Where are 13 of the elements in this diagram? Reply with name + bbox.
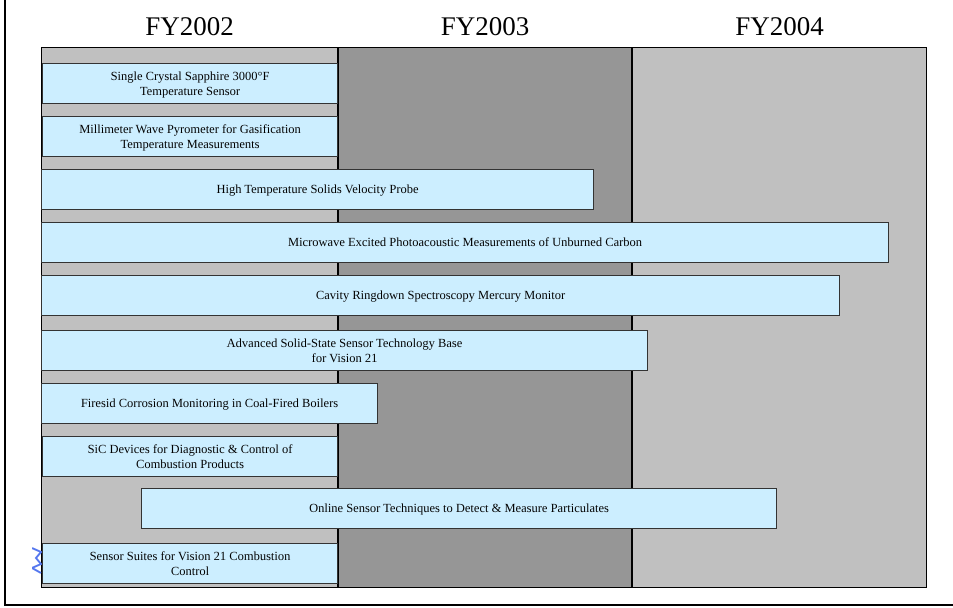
task-bar: SiC Devices for Diagnostic & Control of Combustion Products xyxy=(42,436,338,477)
year-heading: FY2002 xyxy=(144,11,235,41)
task-bar: Microwave Excited Photoacoustic Measurements of Unburned Carbon xyxy=(41,222,889,263)
task-bar: Single Crystal Sapphire 3000°F Temperature Sensor xyxy=(42,63,338,104)
task-bar: High Temperature Solids Velocity Probe xyxy=(41,169,594,210)
task-bar: Sensor Suites for Vision 21 Combustion Control xyxy=(42,543,338,584)
task-bar: Online Sensor Techniques to Detect & Measure Particulates xyxy=(141,488,777,529)
year-heading: FY2004 xyxy=(734,11,825,41)
year-heading: FY2003 xyxy=(440,11,530,41)
task-bar: Cavity Ringdown Spectroscopy Mercury Monitor xyxy=(41,275,840,316)
task-bar: Advanced Solid-State Sensor Technology Base for Vision 21 xyxy=(41,330,648,371)
task-bar: Firesid Corrosion Monitoring in Coal-Fired Boilers xyxy=(41,383,378,424)
task-bar: Millimeter Wave Pyrometer for Gasification Temperature Measurements xyxy=(42,116,338,157)
